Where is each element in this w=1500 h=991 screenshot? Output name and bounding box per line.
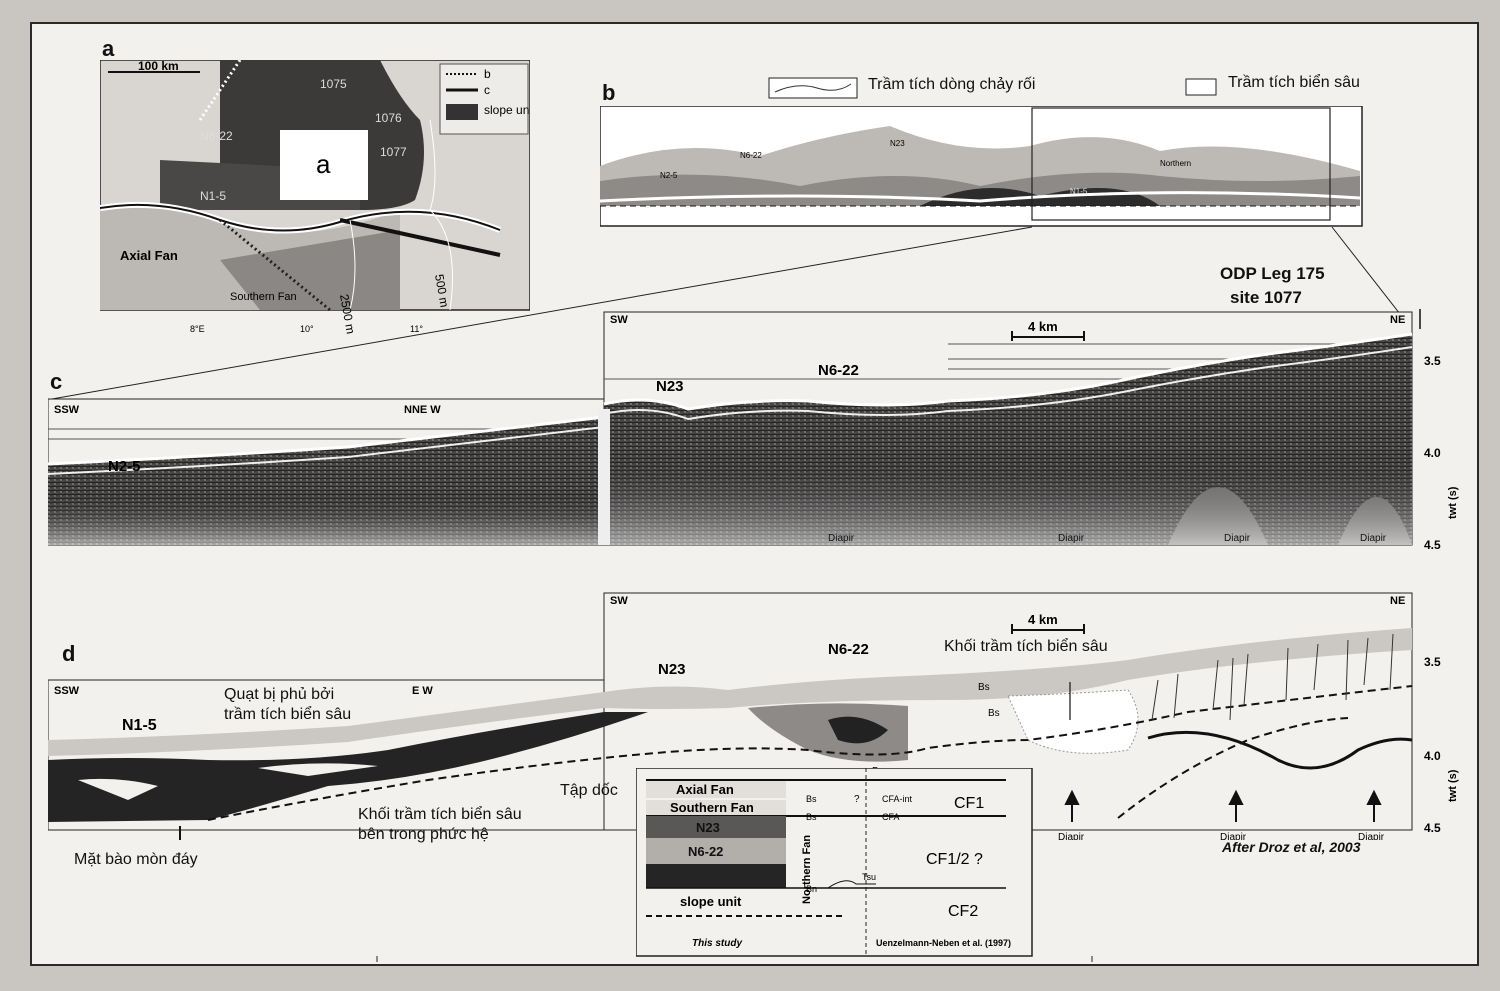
zoom-lines: [51, 226, 1401, 400]
d-diapir-2: Diapir: [1220, 832, 1247, 840]
legend-turbidite-text: Trầm tích dòng chảy rối: [868, 76, 1036, 93]
c-y-35: 3.5: [1424, 354, 1441, 368]
c-diapir-1: Diapir: [828, 533, 855, 544]
lon-10: 10°: [300, 324, 314, 334]
d-diapir-1: Diapir: [1058, 832, 1085, 840]
c-dir-sw: SW: [610, 314, 628, 326]
depth-500: 500 m: [432, 273, 452, 308]
b-unit-5: Northern: [1160, 159, 1191, 168]
t-bs-1: Bs: [806, 794, 817, 804]
c-unit-n23: N23: [656, 378, 684, 395]
legend-turbidite-swatch: [768, 77, 858, 99]
panel-b-letter: b: [602, 80, 616, 105]
t-bn: Bn: [806, 884, 817, 894]
panel-a-map: 100 km a 1075 1076 1077 N6-22 N1-5 Axial…: [100, 60, 530, 335]
d-khoi-in-line2: bên trong phức hệ: [358, 826, 489, 843]
t-n622: N6-22: [688, 844, 723, 859]
d-mat-bao-mon: Mặt bào mòn đáy: [74, 851, 198, 868]
t-cf1: CF1: [954, 795, 984, 812]
site-1075: 1075: [320, 77, 347, 91]
bottom-ticks: [376, 956, 1093, 962]
d-dir-mid: E W: [412, 685, 433, 697]
panel-c-seismic: 4 km SSW NNE W SW NE N2-5 N23 N6-22 Diap…: [48, 309, 1459, 552]
panel-b-section: N2-5 N6-22 N23 N1-5 Northern: [600, 106, 1363, 227]
c-diapir-4: Diapir: [1360, 533, 1387, 544]
d-dir-sw: SW: [610, 595, 628, 607]
d-khoi-in-line1: Khối trầm tích biển sâu: [358, 806, 522, 823]
t-tsu: Tsu: [862, 872, 876, 882]
c-y-45: 4.5: [1424, 538, 1441, 552]
c-y-label: twt (s): [1447, 486, 1459, 519]
d-y-40: 4.0: [1424, 749, 1441, 763]
t-cfa-int: CFA-int: [882, 794, 913, 804]
d-dir-left: SSW: [54, 685, 80, 697]
c-diapir-2: Diapir: [1058, 533, 1085, 544]
t-uenz: Uenzelmann-Neben et al. (1997): [876, 938, 1011, 948]
d-diapir-3: Diapir: [1358, 832, 1385, 840]
d-credit: After Droz et al, 2003: [1222, 839, 1361, 855]
legend-pelagic-text: Trầm tích biển sâu: [1228, 74, 1360, 91]
d-unit-n23: N23: [658, 661, 686, 678]
d-dir-ne: NE: [1390, 595, 1405, 607]
odp-line1: ODP Leg 175: [1220, 264, 1325, 283]
c-dir-left: SSW: [54, 404, 80, 416]
d-bs-2: Bs: [988, 708, 1000, 719]
figure-sheet: a 100 km a 1075 1076 1077 N6-22 N1-5 Axi…: [30, 22, 1479, 966]
fan-axial: Axial Fan: [120, 248, 178, 263]
legend-b: b: [484, 67, 491, 81]
d-tap-doc: Tập dốc: [560, 782, 618, 799]
t-question: ?: [854, 794, 860, 805]
odp-line2: site 1077: [1230, 288, 1302, 307]
d-unit-n15: N1-5: [122, 717, 157, 734]
c-dir-ne: NE: [1390, 314, 1405, 326]
t-cf12: CF1/2 ?: [926, 851, 983, 868]
legend-slope: slope unit: [484, 103, 530, 117]
c-y-40: 4.0: [1424, 446, 1441, 460]
t-southern: Southern Fan: [670, 800, 754, 815]
d-y-label: twt (s): [1447, 769, 1459, 802]
legend-pelagic-swatch: [1185, 78, 1217, 96]
c-scale: 4 km: [1028, 319, 1058, 334]
t-cfa: CFA: [882, 812, 900, 822]
fan-southern: Southern Fan: [230, 291, 297, 303]
t-n23: N23: [696, 820, 720, 835]
d-quat-line2: trầm tích biển sâu: [224, 706, 352, 723]
panel-c-letter: c: [50, 369, 63, 394]
d-unit-n622: N6-22: [828, 641, 869, 658]
b-unit-1: N2-5: [660, 171, 678, 180]
c-unit-n25: N2-5: [108, 458, 141, 475]
b-unit-2: N6-22: [740, 151, 762, 160]
t-northern: Northern Fan: [801, 835, 813, 904]
d-y-45: 4.5: [1424, 821, 1441, 835]
b-unit-4: N1-5: [1070, 187, 1088, 196]
d-bs-1: Bs: [978, 682, 990, 693]
fan-n15: N1-5: [200, 189, 226, 203]
d-khoi-top: Khối trầm tích biển sâu: [944, 638, 1108, 655]
panel-a-letter: a: [102, 36, 115, 61]
c-unit-n622: N6-22: [818, 362, 859, 379]
t-bs-2: Bs: [806, 812, 817, 822]
fan-n622: N6-22: [200, 129, 233, 143]
site-1076: 1076: [375, 111, 402, 125]
t-cf2: CF2: [948, 903, 978, 920]
b-unit-3: N23: [890, 139, 905, 148]
lon-8: 8°E: [190, 324, 205, 334]
c-dir-mid: NNE W: [404, 404, 441, 416]
d-scale: 4 km: [1028, 612, 1058, 627]
t-this-study: This study: [692, 938, 742, 949]
depth-2500: 2500 m: [337, 293, 358, 335]
lon-11: 11°: [410, 324, 423, 334]
site-1077: 1077: [380, 145, 407, 159]
map-scale: 100 km: [138, 60, 179, 73]
d-quat-line1: Quạt bị phủ bởi: [224, 686, 335, 703]
panel-d-letter: d: [62, 641, 76, 666]
d-y-35: 3.5: [1424, 655, 1441, 669]
strat-table: Axial Fan Southern Fan N23 N6-22 slope u…: [636, 768, 1033, 957]
c-diapir-3: Diapir: [1224, 533, 1251, 544]
t-axial: Axial Fan: [676, 782, 734, 797]
t-slope: slope unit: [680, 894, 742, 909]
map-placeholder: a: [316, 149, 331, 179]
legend-c: c: [484, 83, 490, 97]
